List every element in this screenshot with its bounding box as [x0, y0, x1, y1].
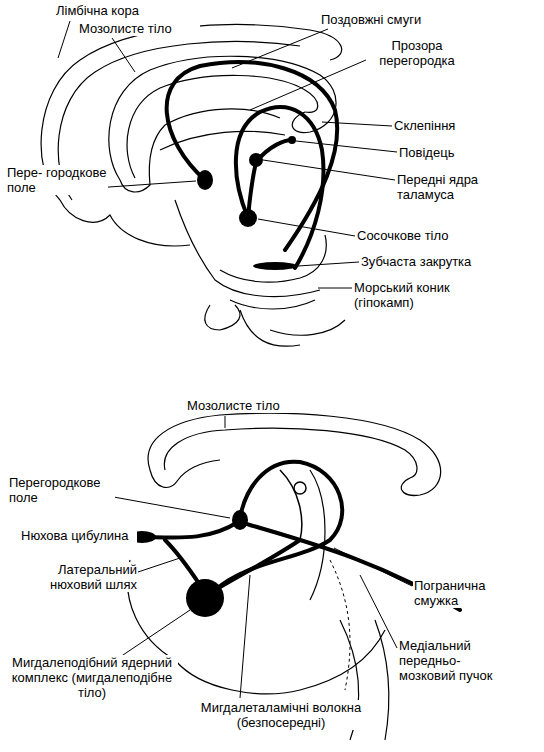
part-label: Мигдалеподібний ядерний комплекс (мигдал… [6, 655, 178, 700]
part-label: Пере- городкове поле [6, 165, 108, 195]
part-label: Повідець [398, 145, 500, 160]
part-label: Сосочкове тіло [356, 228, 478, 243]
part-label: Перегородкове поле [8, 475, 115, 505]
part-label: Склепіння [393, 118, 495, 133]
part-label: Нюхова цибулина [20, 528, 137, 543]
part-label: Медіальний передньо- мозковий пучок [398, 638, 512, 683]
part-label: Мозолисте тіло [186, 398, 318, 413]
part-label: Латеральний нюховий шлях [30, 562, 138, 592]
part-label: Поздовжні смуги [320, 12, 452, 27]
part-label: Погранична смужка [413, 578, 515, 608]
part-label: Зубчаста закрутка [360, 254, 502, 269]
part-label: Мигдалеталамічні волокна (безпосередні) [190, 700, 372, 730]
part-label: Передні ядра таламуса [396, 172, 508, 202]
part-label: Прозора перегородка [366, 38, 468, 68]
part-label: Мозолисте тіло [78, 21, 200, 36]
part-label: Морський коник (гіпокамп) [353, 280, 475, 310]
part-label: Лімбічна кора [55, 3, 177, 18]
